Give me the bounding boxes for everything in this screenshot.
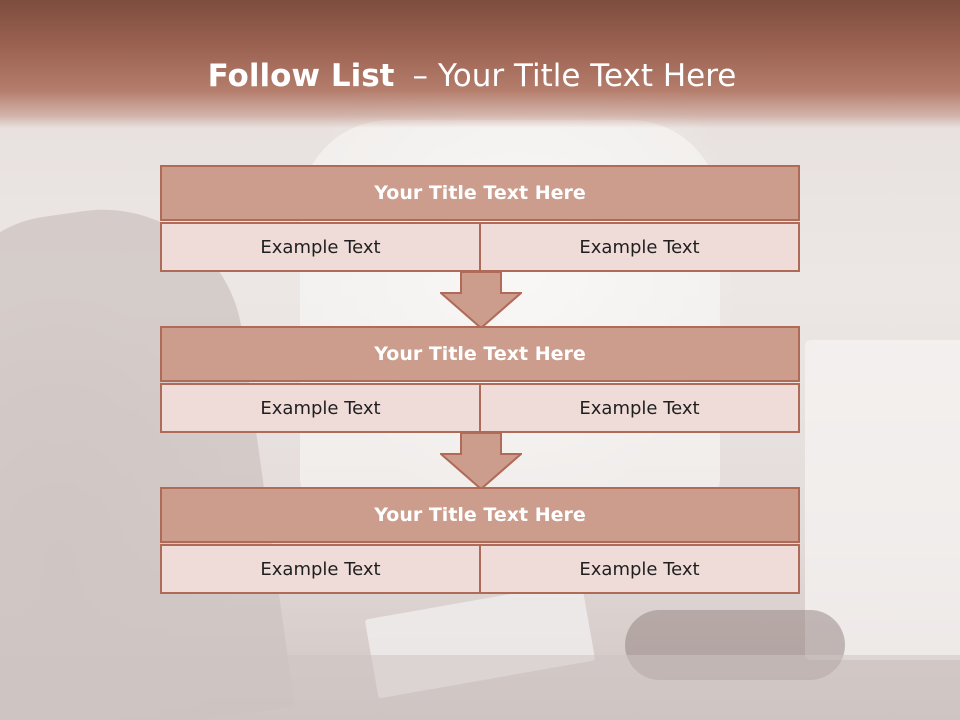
background-desk	[0, 655, 960, 720]
stage-title: Your Title Text Here	[160, 165, 800, 221]
stage-row: Example Text Example Text	[160, 222, 800, 272]
title-dash: –	[412, 58, 428, 94]
title-bold-part: Follow List	[207, 58, 395, 94]
stage-cell-right: Example Text	[481, 222, 800, 272]
stage-cell-left: Example Text	[160, 383, 481, 433]
stage-title: Your Title Text Here	[160, 487, 800, 543]
stage-cell-right: Example Text	[481, 383, 800, 433]
down-arrow-icon	[440, 271, 522, 329]
stage-cell-right: Example Text	[481, 544, 800, 594]
stage-cell-left: Example Text	[160, 544, 481, 594]
stage-title: Your Title Text Here	[160, 326, 800, 382]
stage-row: Example Text Example Text	[160, 383, 800, 433]
flow-stage-2: Your Title Text Here Example Text Exampl…	[160, 326, 800, 433]
stage-row: Example Text Example Text	[160, 544, 800, 594]
flow-stage-1: Your Title Text Here Example Text Exampl…	[160, 165, 800, 272]
down-arrow-icon	[440, 432, 522, 490]
flow-stage-3: Your Title Text Here Example Text Exampl…	[160, 487, 800, 594]
stage-cell-left: Example Text	[160, 222, 481, 272]
title-banner	[0, 0, 960, 128]
background-monitor	[805, 340, 960, 660]
title-rest: Your Title Text Here	[437, 58, 737, 94]
slide-title: Follow List–Your Title Text Here	[0, 56, 944, 96]
